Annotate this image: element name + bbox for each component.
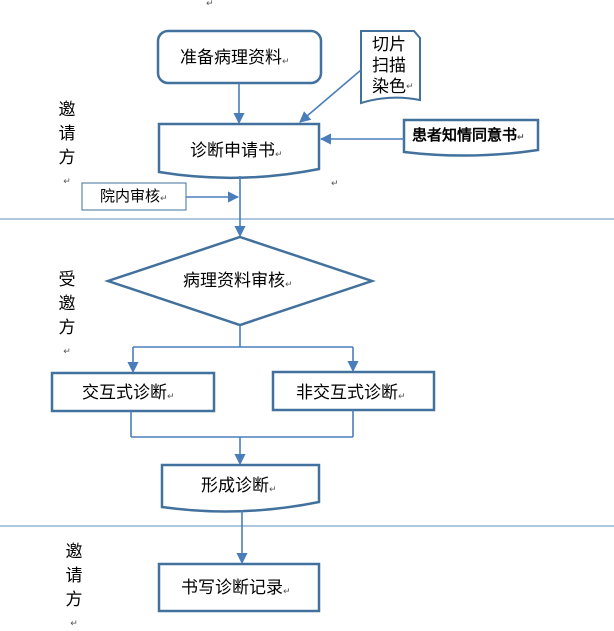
section-label-invitee: 受 邀 方↵ — [55, 268, 79, 364]
label-text: 准备病理资料 — [180, 48, 282, 68]
section-label-char: 邀 — [65, 542, 83, 562]
paragraph-mark: ↵ — [275, 150, 283, 160]
application-form-box — [157, 122, 321, 180]
paragraph-mark: ↵ — [70, 619, 78, 629]
paragraph-mark: ↵ — [282, 57, 290, 67]
section-label-char-text: 方 — [58, 318, 76, 338]
label-text: 交互式诊断 — [82, 383, 167, 403]
label-line: 切片 — [372, 35, 406, 55]
paragraph-mark: ↵ — [160, 194, 168, 204]
interactive-diagnosis-box — [50, 371, 216, 413]
internal-review-label: 院内审核↵ — [100, 189, 168, 204]
label-text: 院内审核 — [100, 187, 161, 205]
section-label-char: 请 — [65, 566, 83, 586]
application-form-label: 诊断申请书↵ — [190, 143, 283, 160]
section-label-char: 受 — [58, 270, 76, 290]
material-review-label: 病理资料审核↵ — [183, 273, 293, 290]
informed-consent-label: 患者知情同意书↵ — [412, 128, 525, 143]
paragraph-mark: ↵ — [517, 133, 525, 143]
label-text: 书写诊断记录 — [181, 578, 283, 598]
label-line: 扫描 — [372, 56, 406, 76]
label-text: 非交互式诊断 — [296, 383, 398, 403]
label-text: 诊断申请书 — [190, 141, 275, 161]
label-text: 染色 — [372, 77, 406, 97]
paragraph-mark: ↵ — [285, 280, 293, 290]
informed-consent-box — [402, 118, 540, 157]
label-text: 形成诊断 — [201, 476, 269, 496]
non-interactive-diagnosis-label: 非交互式诊断↵ — [296, 385, 406, 402]
paragraph-mark: ↵ — [167, 392, 175, 402]
paragraph-mark: ↵ — [406, 82, 414, 92]
interactive-diagnosis-label: 交互式诊断↵ — [82, 385, 175, 402]
section-label-inviter-top: 邀 请 方↵ — [55, 98, 79, 194]
label-text: 患者知情同意书 — [412, 126, 518, 144]
section-label-char: 方↵ — [55, 316, 79, 364]
section-label-char-text: 方 — [58, 148, 76, 168]
non-interactive-diagnosis-box — [271, 370, 436, 412]
write-record-box — [157, 562, 321, 613]
paragraph-mark: ↵ — [63, 177, 71, 187]
paragraph-mark: ↵ — [269, 485, 277, 495]
section-label-char-text: 方 — [65, 590, 83, 610]
write-record-label: 书写诊断记录↵ — [181, 580, 291, 597]
paragraph-mark: ↵ — [398, 392, 406, 402]
section-label-char: 邀 — [58, 100, 76, 120]
slide-scan-stain-label: 切片 扫描 染色↵ — [372, 35, 414, 98]
section-label-char: 方↵ — [62, 588, 86, 631]
paragraph-mark: ↵ — [331, 179, 339, 189]
form-diagnosis-label: 形成诊断↵ — [201, 478, 277, 495]
section-label-char: 方↵ — [55, 146, 79, 194]
section-label-char: 邀 — [58, 294, 76, 314]
paragraph-mark: ↵ — [283, 587, 291, 597]
section-label-inviter-bottom: 邀 请 方↵ — [62, 540, 86, 631]
form-diagnosis-box — [160, 463, 321, 513]
slide-scan-stain-box — [360, 30, 421, 105]
prepare-materials-label: 准备病理资料↵ — [180, 50, 290, 67]
section-label-char: 请 — [58, 124, 76, 144]
paragraph-mark: ↵ — [63, 347, 71, 357]
paragraph-mark: ↵ — [206, 0, 214, 9]
arrow-slide-to-form — [299, 69, 362, 123]
label-line: 染色↵ — [372, 77, 414, 98]
label-text: 病理资料审核 — [183, 271, 285, 291]
